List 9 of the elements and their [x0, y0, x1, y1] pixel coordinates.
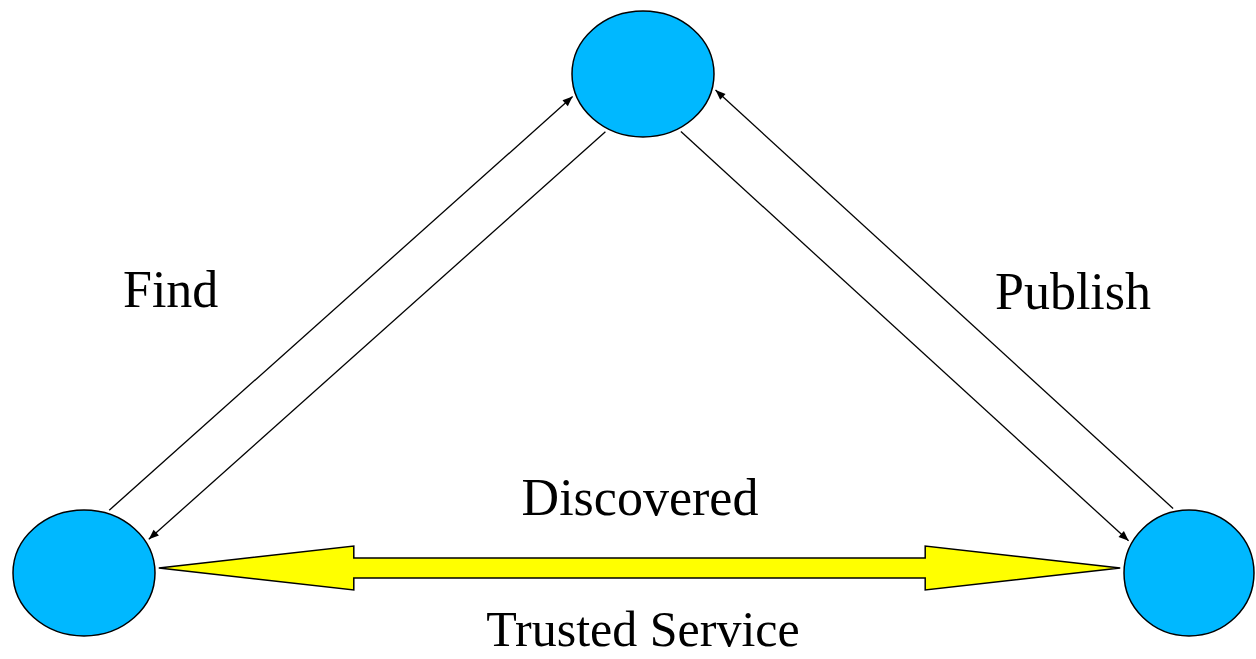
edge-label: Publish: [995, 266, 1152, 318]
edge-label: Find: [123, 264, 219, 316]
arrow: [680, 130, 1130, 542]
arrow: [714, 89, 1174, 510]
arrow: [108, 95, 574, 511]
arrow: [148, 131, 607, 540]
edge-label: Discovered: [521, 472, 759, 524]
double-arrow: [158, 545, 1121, 591]
caption-text: Trusted Service: [486, 604, 800, 654]
